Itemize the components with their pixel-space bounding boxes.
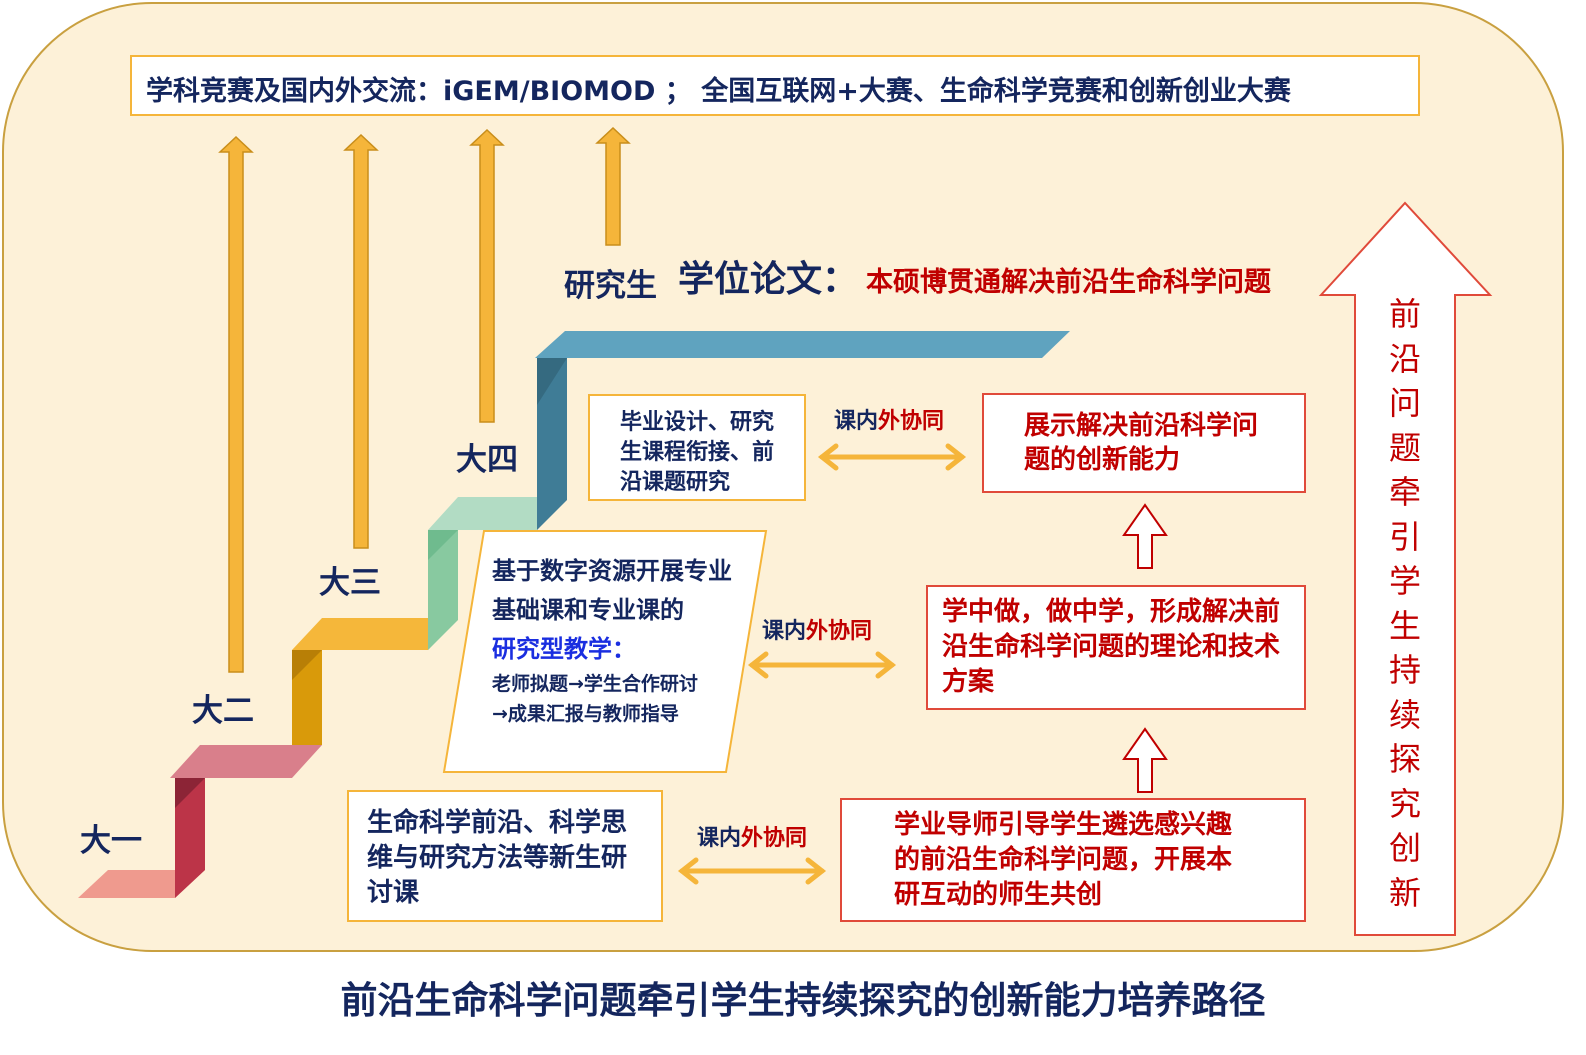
step-y1-riser — [175, 778, 205, 898]
up-arrow-icon — [1122, 503, 1168, 569]
step-y2-top — [170, 745, 322, 778]
y23-box: 基于数字资源开展专业基础课和专业课的 研究型教学： 老师拟题→学生合作研讨 →成… — [492, 552, 742, 729]
year-4-label: 大四 — [456, 442, 518, 478]
step-grad-top — [535, 331, 1070, 358]
thesis-label: 学位论文： — [678, 259, 859, 300]
y23-sub2: →成果汇报与教师指导 — [492, 703, 679, 725]
right-box-1: 学业导师引导学生遴选感兴趣的前沿生命科学问题，开展本研互动的师生共创 — [840, 798, 1306, 922]
side-arrow-text: 前沿问题牵引学生持续探究创新 — [1388, 295, 1421, 912]
step-y1-top — [78, 870, 205, 898]
up-arrow-icon — [1122, 727, 1168, 793]
year-1-label: 大一 — [80, 823, 142, 859]
link-label-y4: 课内外协同 — [834, 409, 945, 434]
y23-box-frame — [442, 530, 768, 773]
link-label-y1: 课内外协同 — [697, 826, 808, 851]
caption: 前沿生命科学问题牵引学生持续探究的创新能力培养路径 — [340, 979, 1266, 1022]
right-box-3: 展示解决前沿科学问题的创新能力 — [982, 393, 1306, 493]
up-arrow-icon — [218, 135, 254, 673]
double-arrow-icon — [747, 651, 897, 679]
grad-label: 研究生 — [564, 268, 657, 304]
year-3-label: 大三 — [319, 565, 381, 601]
up-arrow-icon — [343, 133, 379, 549]
big-up-arrow-icon — [1318, 201, 1493, 936]
up-arrow-icon — [469, 128, 505, 423]
y23-highlight: 研究型教学： — [492, 635, 636, 663]
up-arrow-icon — [595, 126, 631, 246]
thesis-text: 本硕博贯通解决前沿生命科学问题 — [866, 267, 1271, 298]
y23-sub1: 老师拟题→学生合作研讨 — [492, 673, 698, 695]
double-arrow-icon — [677, 857, 827, 885]
double-arrow-icon — [817, 443, 967, 471]
link-label-y23: 课内外协同 — [762, 619, 873, 644]
step-y3-riser — [428, 530, 458, 650]
y23-main: 基于数字资源开展专业基础课和专业课的 — [492, 557, 732, 624]
step-y2-riser — [292, 650, 322, 745]
y4-box: 毕业设计、研究生课程衔接、前沿课题研究 — [588, 394, 806, 501]
step-y4-top — [428, 497, 567, 530]
top-banner: 学科竞赛及国内外交流：iGEM/BIOMOD ； 全国互联网+大赛、生命科学竞赛… — [130, 55, 1420, 116]
year-2-label: 大二 — [192, 693, 254, 729]
step-y4-riser — [537, 358, 567, 530]
right-box-2: 学中做，做中学，形成解决前沿生命科学问题的理论和技术方案 — [926, 585, 1306, 710]
step-y3-top — [292, 618, 458, 650]
y1-box: 生命科学前沿、科学思维与研究方法等新生研讨课 — [347, 790, 663, 922]
